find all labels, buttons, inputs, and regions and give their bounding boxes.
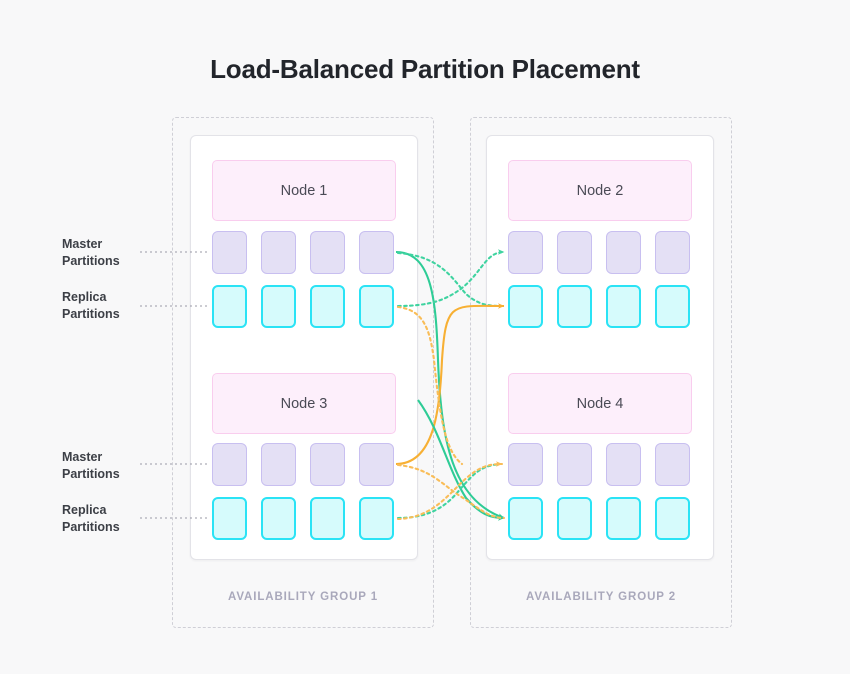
node-3-label: Node 3 xyxy=(280,395,328,412)
node-3-master-partition-1[interactable] xyxy=(212,443,247,486)
node-1-label: Node 1 xyxy=(280,182,328,199)
label-replica-partitions-bottom: Replica Partitions xyxy=(62,502,174,536)
node-3-replica-partition-4[interactable] xyxy=(359,497,394,540)
node-2-replica-partition-4[interactable] xyxy=(655,285,690,328)
node-1-replica-partition-4[interactable] xyxy=(359,285,394,328)
node-1-box[interactable]: Node 1 xyxy=(212,160,396,221)
label-master-partitions-bottom-line2: Partitions xyxy=(62,467,120,481)
node-3-box[interactable]: Node 3 xyxy=(212,373,396,434)
node-4-replica-partition-3[interactable] xyxy=(606,497,641,540)
page-title: Load-Balanced Partition Placement xyxy=(210,54,640,84)
label-replica-partitions-top-line2: Partitions xyxy=(62,307,120,321)
label-replica-partitions-top: Replica Partitions xyxy=(62,289,174,323)
node-4-master-partition-2[interactable] xyxy=(557,443,592,486)
label-replica-partitions-top-line1: Replica xyxy=(62,290,107,304)
node-2-replica-partition-2[interactable] xyxy=(557,285,592,328)
node-4-box[interactable]: Node 4 xyxy=(508,373,692,434)
label-master-partitions-top-line2: Partitions xyxy=(62,254,120,268)
label-master-partitions-bottom: Master Partitions xyxy=(62,449,174,483)
node-1-master-partition-2[interactable] xyxy=(261,231,296,274)
node-1-master-partition-3[interactable] xyxy=(310,231,345,274)
node-2-replica-partition-3[interactable] xyxy=(606,285,641,328)
node-1-replica-partition-2[interactable] xyxy=(261,285,296,328)
label-replica-partitions-bottom-line1: Replica xyxy=(62,503,107,517)
node-2-master-partition-3[interactable] xyxy=(606,231,641,274)
node-4-replica-partition-1[interactable] xyxy=(508,497,543,540)
node-3-replica-partition-2[interactable] xyxy=(261,497,296,540)
label-replica-partitions-bottom-line2: Partitions xyxy=(62,520,120,534)
label-master-partitions-top: Master Partitions xyxy=(62,236,174,270)
label-master-partitions-bottom-line1: Master xyxy=(62,450,103,464)
node-1-master-partition-4[interactable] xyxy=(359,231,394,274)
node-3-master-partition-2[interactable] xyxy=(261,443,296,486)
node-1-replica-partition-3[interactable] xyxy=(310,285,345,328)
node-4-master-partition-3[interactable] xyxy=(606,443,641,486)
label-master-partitions-top-line1: Master xyxy=(62,237,103,251)
node-2-master-partition-1[interactable] xyxy=(508,231,543,274)
node-2-master-partition-2[interactable] xyxy=(557,231,592,274)
node-3-replica-partition-3[interactable] xyxy=(310,497,345,540)
node-1-master-partition-1[interactable] xyxy=(212,231,247,274)
node-4-master-partition-1[interactable] xyxy=(508,443,543,486)
node-4-replica-partition-2[interactable] xyxy=(557,497,592,540)
node-4-label: Node 4 xyxy=(576,395,624,412)
availability-group-2-label: AVAILABILITY GROUP 2 xyxy=(525,591,677,603)
node-2-label: Node 2 xyxy=(576,182,624,199)
node-4-replica-partition-4[interactable] xyxy=(655,497,690,540)
node-2-replica-partition-1[interactable] xyxy=(508,285,543,328)
node-3-master-partition-4[interactable] xyxy=(359,443,394,486)
node-3-master-partition-3[interactable] xyxy=(310,443,345,486)
node-2-box[interactable]: Node 2 xyxy=(508,160,692,221)
node-2-master-partition-4[interactable] xyxy=(655,231,690,274)
availability-group-1-label: AVAILABILITY GROUP 1 xyxy=(227,591,379,603)
node-1-replica-partition-1[interactable] xyxy=(212,285,247,328)
node-4-master-partition-4[interactable] xyxy=(655,443,690,486)
node-3-replica-partition-1[interactable] xyxy=(212,497,247,540)
